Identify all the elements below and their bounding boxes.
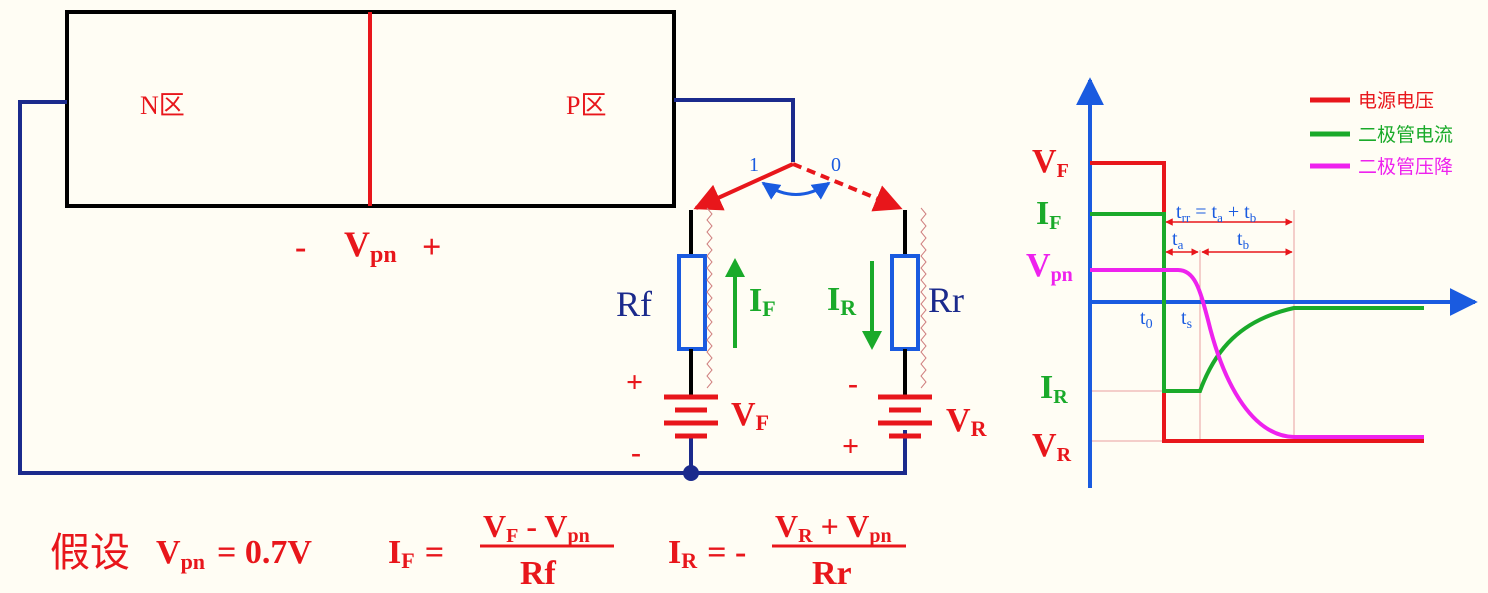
t0-label: t0 — [1140, 307, 1153, 332]
tb-label: tb — [1237, 228, 1249, 252]
p-region-label: P区 — [566, 91, 606, 120]
forward-current-arrowhead — [725, 258, 745, 277]
reverse-source-label: VR — [946, 402, 988, 441]
reverse-current-label: IR — [827, 281, 857, 320]
switch: 1 0 — [693, 154, 903, 212]
legend-label-source-voltage: 电源电压 — [1358, 90, 1434, 112]
formula-row: 假设 Vpn= 0.7V IF= VF - Vpn Rf IR= - VR + … — [50, 508, 906, 592]
switch-toggle-arrow — [761, 181, 831, 200]
switch-position-0-label: 0 — [831, 154, 841, 176]
p-side-wire — [674, 98, 795, 162]
ts-label: ts — [1181, 307, 1192, 332]
y-label-ir: IR — [1040, 369, 1068, 408]
y-label-vpn: Vpn — [1026, 247, 1073, 286]
legend-label-diode-current: 二极管电流 — [1358, 124, 1453, 146]
forward-source-plus: + — [626, 366, 643, 399]
y-label-vr: VR — [1032, 427, 1072, 466]
switch-arm-0 — [792, 162, 903, 212]
vpn-plus-sign: + — [422, 229, 441, 266]
reverse-battery — [878, 394, 932, 439]
forward-battery — [664, 394, 718, 439]
reverse-current-arrowhead — [862, 331, 882, 350]
forward-source-label: VF — [731, 396, 769, 435]
reverse-source-minus: - — [848, 367, 858, 400]
reverse-branch: Rr IR - + VR — [827, 207, 988, 463]
forward-branch: Rf IF + - VF — [616, 207, 776, 473]
switch-position-1-label: 1 — [749, 154, 759, 176]
forward-source-minus: - — [631, 436, 641, 469]
y-label-vf: VF — [1032, 143, 1069, 182]
legend-label-diode-voltage: 二极管压降 — [1358, 156, 1453, 178]
ta-label: ta — [1172, 228, 1184, 252]
formula-ir-numerator: VR + Vpn — [775, 508, 892, 547]
waveform-plot: VF IF Vpn IR VR t0 ts trr = ta + tb ta t… — [1026, 77, 1478, 488]
vpn-minus-sign: - — [295, 229, 306, 266]
formula-ir-denominator: Rr — [812, 555, 852, 592]
forward-resistor-label: Rf — [616, 284, 652, 324]
legend: 电源电压 二极管电流 二极管压降 — [1310, 90, 1453, 178]
reverse-hatch — [920, 207, 927, 389]
formula-ir: IR= - — [668, 534, 746, 573]
n-side-wire — [18, 100, 907, 475]
reverse-resistor — [890, 254, 920, 351]
trr-label: trr = ta + tb — [1176, 201, 1256, 225]
formula-if: IF= — [388, 534, 444, 573]
reverse-resistor-label: Rr — [928, 280, 964, 320]
switch-arm-1 — [693, 162, 794, 211]
formula-if-denominator: Rf — [520, 555, 557, 592]
forward-resistor — [677, 254, 707, 351]
diode-voltage-trace — [1090, 268, 1424, 439]
diode-block: N区 P区 - Vpn + — [65, 10, 676, 268]
diode-current-trace — [1090, 212, 1424, 393]
reverse-source-plus: + — [842, 430, 859, 463]
formula-assume: 假设 — [50, 530, 130, 575]
forward-current-label: IF — [749, 282, 776, 321]
reference-lines — [1090, 210, 1295, 442]
forward-hatch — [706, 207, 713, 389]
formula-vpn: Vpn= 0.7V — [156, 534, 312, 574]
formula-if-numerator: VF - Vpn — [483, 508, 590, 547]
vpn-label: Vpn — [344, 224, 397, 268]
circuit-wiring — [18, 98, 907, 475]
y-label-if: IF — [1036, 195, 1061, 234]
n-region-label: N区 — [140, 91, 185, 120]
